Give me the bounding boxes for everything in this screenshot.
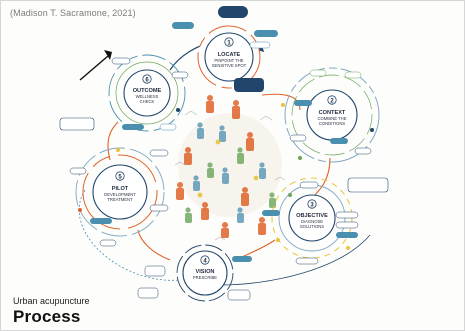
hub-title: CONTEXT — [319, 110, 346, 116]
hub-subtitle: PRESCRIBE — [193, 275, 217, 280]
hub-subtitle: COMBINE THE — [317, 116, 346, 121]
hub-number: 4 — [203, 258, 207, 264]
tag-pill — [122, 124, 144, 130]
citation: (Madison T. Sacramone, 2021) — [10, 8, 136, 18]
hub-number: 2 — [330, 98, 334, 104]
tag-pill — [90, 218, 112, 224]
hub-number: 3 — [310, 202, 314, 208]
hub-subtitle: DEVELOPMENT — [104, 192, 136, 197]
hub-subtitle: WELLNESS — [136, 94, 159, 99]
satellite-tags — [59, 6, 389, 301]
tag-pill — [111, 57, 131, 65]
tag-pill — [99, 239, 117, 247]
diagram-subtitle: Urban acupuncture — [13, 296, 90, 306]
hub-title: OUTCOME — [133, 88, 162, 94]
tag-pill — [171, 71, 189, 79]
flow-arc — [261, 93, 301, 111]
hub-number: 1 — [227, 40, 231, 46]
tag-pill — [262, 210, 280, 216]
hub-subtitle: DIAGNOSE — [301, 219, 323, 224]
tag-pill — [254, 30, 278, 37]
hub-subtitle: PINPOINT THE — [214, 58, 243, 63]
tag-pill — [299, 181, 319, 189]
hub-locate: 1 LOCATE PINPOINT THE SENSITIVE SPOT — [197, 25, 261, 89]
hub-context: 2 CONTEXT COMBINE THE CONDITIONS — [284, 67, 380, 163]
tag-pill — [227, 289, 251, 301]
flow-arc — [239, 239, 276, 259]
tag-pill — [59, 117, 95, 131]
tag-pill — [347, 177, 389, 193]
hub-objective: 3 OBJECTIVE DIAGNOSE SOLUTIONS — [271, 177, 353, 259]
tag-pill — [344, 71, 362, 79]
tag-pill — [234, 78, 264, 92]
hub-vision: 4 VISION PRESCRIBE — [176, 244, 234, 302]
tag-pill — [295, 257, 319, 265]
central-figures — [174, 95, 286, 241]
tag-pill — [336, 232, 358, 238]
flow-arc — [219, 234, 371, 286]
hub-outcome: 6 OUTCOME WELLNESS CHECK — [108, 54, 186, 132]
tag-pill — [309, 69, 327, 77]
tag-pill — [335, 221, 359, 229]
hub-number: 5 — [118, 174, 122, 180]
flow-arc — [78, 189, 181, 281]
flow-arc — [107, 121, 119, 161]
tag-pill — [69, 167, 87, 175]
ring-dots — [78, 103, 374, 250]
hub-title: LOCATE — [218, 52, 241, 58]
tag-pill — [335, 211, 359, 219]
hub-title: PILOT — [112, 186, 129, 192]
tag-pill — [218, 6, 248, 18]
hub-subtitle: CHECK — [140, 99, 155, 104]
tag-pill — [232, 256, 252, 262]
tag-pill — [149, 204, 169, 212]
arrow-icon — [79, 50, 112, 81]
hub-number: 6 — [145, 77, 149, 83]
hub-subtitle: TREATMENT — [107, 197, 133, 202]
tag-pill — [294, 100, 312, 106]
tag-pill — [289, 134, 307, 142]
tag-pill — [330, 138, 348, 144]
hub-subtitle: SOLUTIONS — [300, 224, 324, 229]
tag-pill — [144, 265, 166, 277]
hub-title: VISION — [196, 269, 215, 275]
tag-pill — [149, 149, 169, 157]
diagram-title: Process — [13, 307, 81, 326]
hub-pilot: 5 PILOT DEVELOPMENT TREATMENT — [75, 147, 165, 237]
hub-title: OBJECTIVE — [296, 213, 328, 219]
tag-pill — [249, 41, 271, 49]
tag-pill — [159, 123, 177, 131]
flow-arc — [137, 229, 171, 261]
tag-pill — [137, 287, 159, 299]
hub-subtitle: CONDITIONS — [319, 121, 345, 126]
tag-pill — [172, 22, 194, 29]
tag-pill — [354, 147, 372, 155]
hub-subtitle: SENSITIVE SPOT — [212, 63, 247, 68]
